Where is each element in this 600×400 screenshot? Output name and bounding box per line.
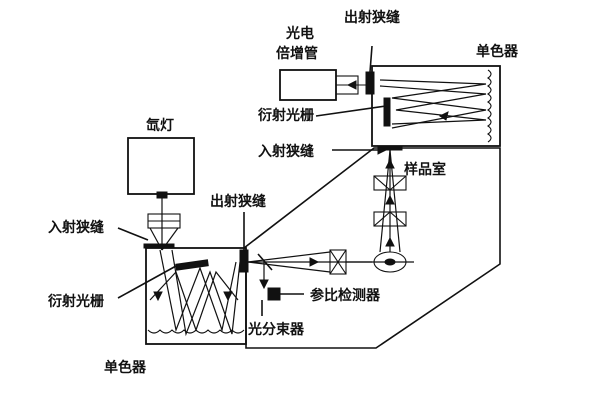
monochromator-top-label: 单色器 (476, 43, 519, 60)
exit-slit-bottom-label: 出射狭缝 (210, 193, 266, 210)
arrow-up-icon (385, 236, 395, 247)
emission-lens-lower-mark (373, 211, 407, 227)
xenon-lamp-box (127, 137, 195, 195)
entrance-slit-top-label: 入射狭缝 (258, 143, 314, 160)
top-grating-teeth (487, 69, 492, 143)
diffraction-grating-top (383, 97, 391, 127)
reference-detector-label: 参比检测器 (310, 287, 381, 304)
emission-monochromator (365, 65, 501, 147)
photomultiplier-tube (279, 69, 366, 101)
arrow-icon (439, 111, 449, 121)
grating-bottom-label: 衍射光栅 (47, 293, 104, 310)
excitation-rays-2 (171, 249, 241, 337)
arrow-right-icon (377, 145, 388, 155)
entrance-slit-bottom-label: 入射狭缝 (48, 219, 104, 236)
entrance-slit-bottom (143, 243, 175, 249)
leader-entrance-slit-bottom (117, 227, 149, 241)
excitation-monochromator (145, 247, 247, 345)
arrow-up-icon (385, 158, 395, 169)
arrow-down-icon (259, 279, 269, 290)
pmt-label-line2: 倍增管 (276, 45, 318, 62)
leader-grating-bottom (117, 265, 177, 299)
exit-slit-top (365, 71, 375, 95)
beam-splitter-plate (257, 253, 273, 271)
emission-path (373, 145, 407, 253)
arrow-left-icon (346, 80, 357, 90)
leader-grating-top (315, 105, 387, 117)
leader-exit-slit-top (369, 45, 373, 73)
diffraction-grating-bottom (175, 259, 209, 271)
sample-chamber-outline (243, 147, 501, 349)
pmt-box (279, 69, 337, 101)
beam-splitter-label: 光分束器 (247, 321, 305, 338)
emission-lens-upper-mark (373, 175, 407, 191)
reference-detector-block (267, 287, 281, 301)
arrow-up-icon (385, 194, 395, 205)
pmt-label-line1: 光电 (285, 25, 314, 42)
monochromator-bottom-label: 单色器 (104, 359, 147, 376)
xenon-lamp-label: 氙灯 (146, 117, 174, 134)
xenon-lamp (127, 137, 195, 251)
arrow-up-icon (153, 291, 163, 302)
arrow-up-icon (223, 291, 233, 302)
emission-monochromator-box (371, 65, 501, 147)
excitation-rays-1 (159, 249, 237, 333)
excitation-beam-upper (247, 251, 331, 263)
excitation-beam-lower (247, 261, 331, 273)
grating-top-label: 衍射光栅 (257, 107, 314, 124)
focus-lens-diag2 (329, 249, 347, 275)
leader-lines (117, 45, 388, 316)
sample-chamber (243, 147, 501, 349)
arrow-right-icon (309, 257, 320, 267)
emission-rays-2 (379, 85, 487, 125)
exit-slit-top-label: 出射狭缝 (344, 9, 400, 26)
sample-chamber-label: 样品室 (404, 161, 446, 178)
lamp-bulb (156, 191, 168, 199)
excitation-rays-3 (149, 270, 239, 332)
